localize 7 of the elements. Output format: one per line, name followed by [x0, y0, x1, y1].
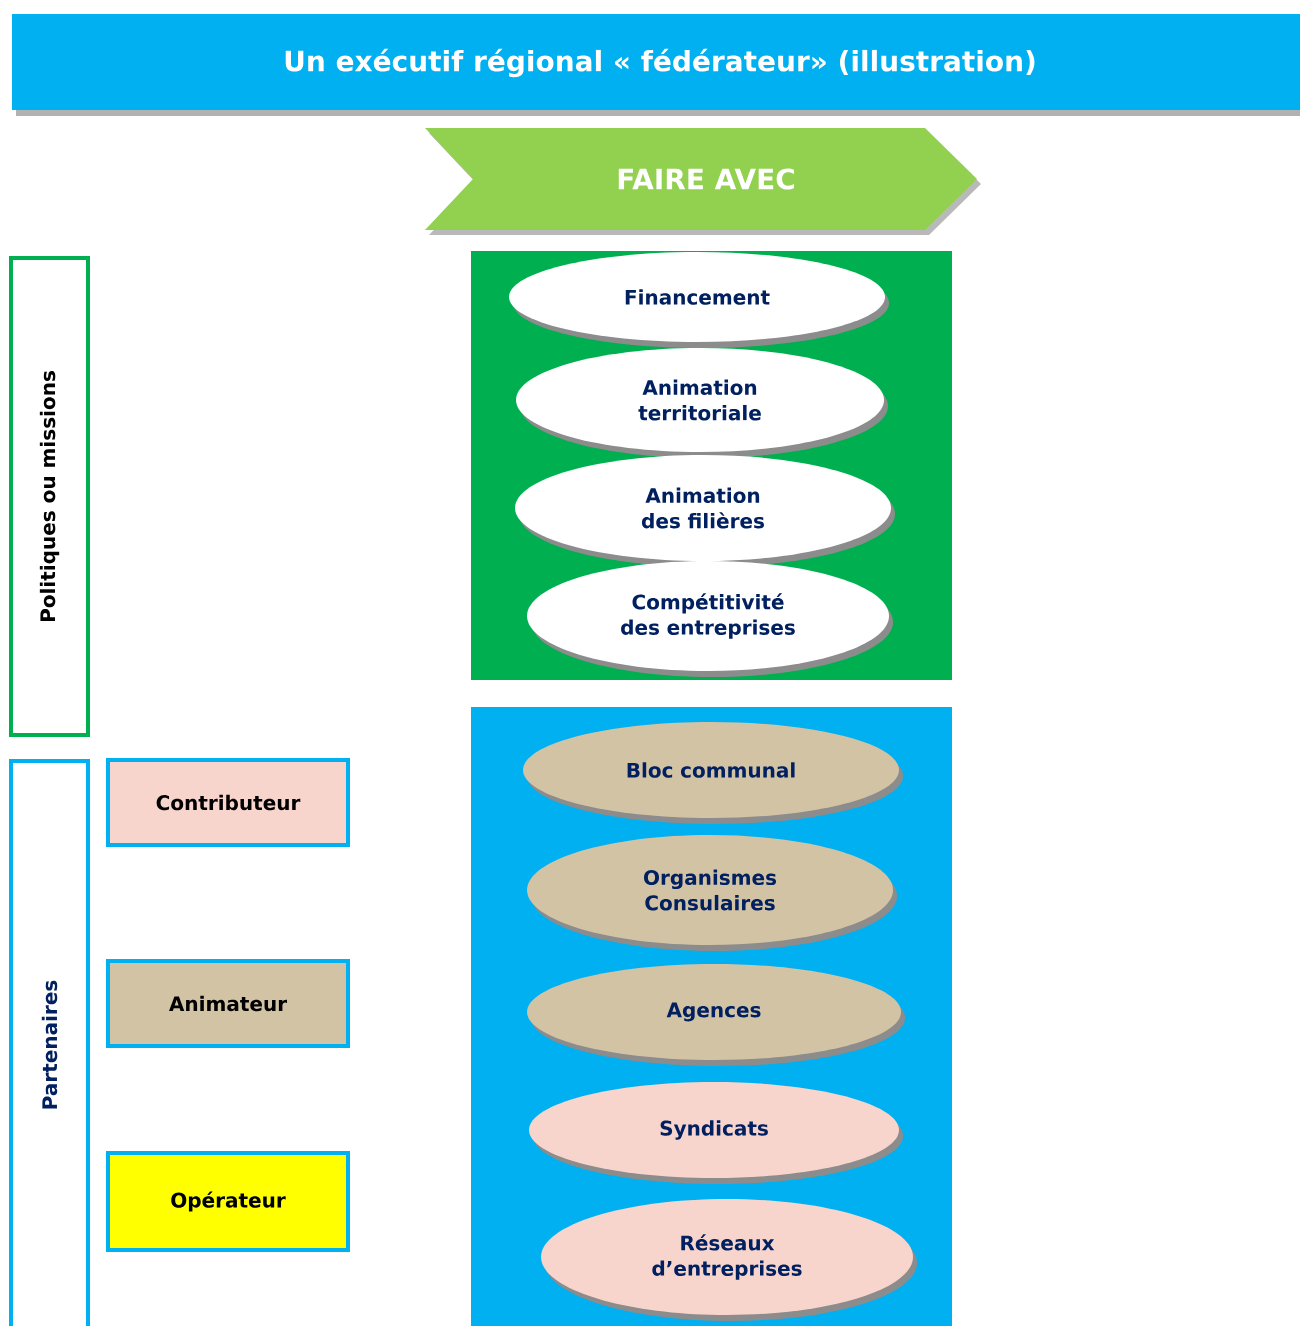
category-box: Partenaires [9, 759, 90, 1326]
chevron-banner: FAIRE AVEC [425, 128, 981, 235]
category-box: Politiques ou missions [9, 256, 90, 737]
legend-box: Contributeur [106, 758, 350, 847]
legend-box: Opérateur [106, 1151, 350, 1252]
legend-box: Animateur [106, 959, 350, 1048]
title-banner: Un exécutif régional « fédérateur» (illustration) [12, 14, 1300, 116]
